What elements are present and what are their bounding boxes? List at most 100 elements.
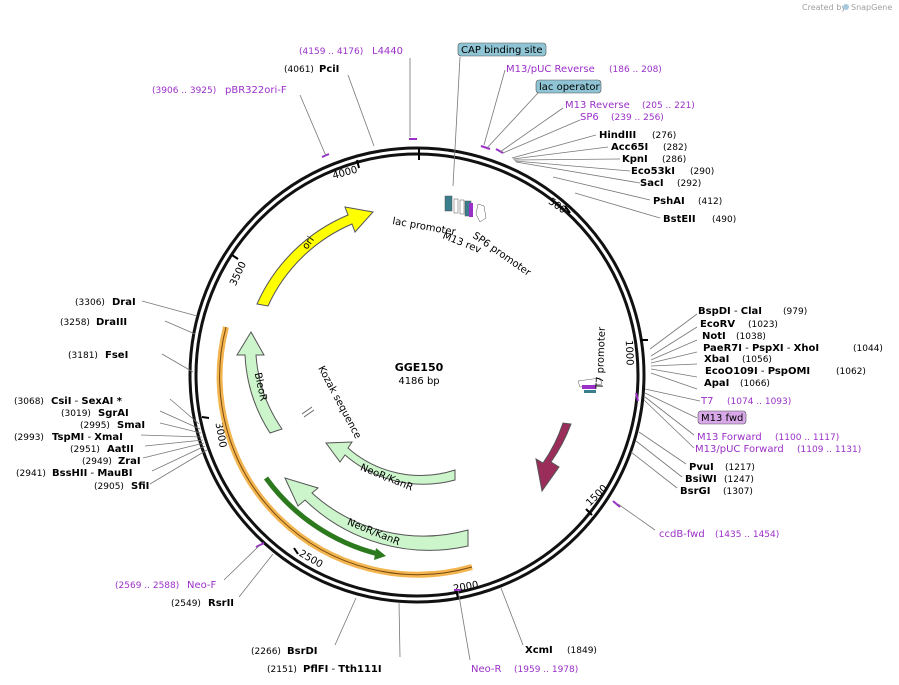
primer-m13-rev-range: (205 .. 221) [642,101,695,111]
t7-promoter-label: T7 promoter [595,326,608,390]
primer-m13puc-rev-range: (186 .. 208) [609,65,662,75]
primer-sp6-range: (239 .. 256) [611,113,664,123]
primer-pbr322ori-name: pBR322ori-F [225,85,287,96]
site-bsrgi-name[interactable]: BsrGI [680,486,710,497]
sp6-glyph[interactable] [469,203,473,217]
site-draiii-name[interactable]: DraIII [96,317,127,328]
site-xcmi-name[interactable]: XcmI [525,645,553,656]
site-sgrai-name[interactable]: SgrAI [98,408,129,419]
site-pflfi-pos: (2151) [267,665,297,675]
site-saci-name[interactable]: SacI [640,178,664,189]
site-bsshii-name[interactable]: BssHII - MauBI [52,468,132,479]
bleor-feature[interactable] [236,331,283,434]
site-bsiwi-name[interactable]: BsiWI [685,474,717,485]
primer-sp6-name: SP6 [580,112,599,123]
site-drai-pos: (3306) [75,298,105,308]
scale-ticks [201,148,648,599]
ccdb-feature[interactable] [535,422,572,493]
site-bsshii-pos: (2941) [16,469,46,479]
site-eco53ki-pos: (290) [690,167,714,177]
site-xbai-name[interactable]: XbaI [704,354,729,365]
site-bsrdi-pos: (2266) [251,647,281,657]
site-tspmi-name[interactable]: TspMI - XmaI [52,432,123,443]
plasmid-name: GGE150 [395,361,444,374]
ori-feature[interactable] [256,206,374,307]
t7-glyph[interactable] [582,385,596,389]
site-smai-pos: (2995) [80,421,110,431]
primer-pbr322ori-range: (3906 .. 3925) [152,86,216,96]
primer-l4440-name: L4440 [372,46,403,57]
sp6-promoter-label: SP6 promoter [470,230,533,279]
primer-m13puc-fwd-name: M13/pUC Forward [695,444,784,455]
site-fsei-pos: (3181) [68,351,98,361]
site-apai-pos: (1066) [740,379,770,389]
site-bspdi-pos: (979) [783,307,807,317]
site-bsrdi-name[interactable]: BsrDI [287,646,318,657]
snapgene-logo-icon [843,4,849,10]
orf-orange-line [219,326,473,576]
backbone-outer-strand [188,146,646,604]
site-zrai-pos: (2949) [82,457,112,467]
primer-m13puc-rev-name: M13/pUC Reverse [506,64,595,75]
site-rsrii-name[interactable]: RsrII [208,598,234,609]
tick-3000-mark [201,416,210,419]
sp6-promoter-glyph[interactable] [475,203,487,223]
tick-1500-mark [585,508,593,516]
m13-fwd-box[interactable] [697,410,747,425]
site-rsrii-pos: (2549) [171,599,201,609]
site-fsei-name[interactable]: FseI [105,350,128,361]
site-pshai-pos: (412) [698,197,722,207]
site-acc65i-name[interactable]: Acc65I [611,142,648,153]
neokan-inner-feature[interactable] [325,441,456,485]
site-pvui-name[interactable]: PvuI [689,462,714,473]
primer-m13-fwd-range: (1100 .. 1117) [775,433,839,443]
site-eco53ki-name[interactable]: Eco53kI [631,166,675,177]
tick-2000-mark [455,589,459,599]
cap-binding-site-box[interactable] [457,42,547,57]
site-hindiii-name[interactable]: HindIII [599,130,636,141]
site-draiii-pos: (3258) [60,318,90,328]
ccdb-label: ccdB [562,442,584,469]
lac-promoter-glyph[interactable] [444,195,453,212]
cap-site-glyph[interactable] [453,198,459,214]
site-bsteii-name[interactable]: BstEII [663,214,696,225]
site-smai-name[interactable]: SmaI [117,420,145,431]
primer-m13puc-fwd-range: (1109 .. 1131) [797,445,861,455]
site-pcii-pos: (4061) [284,65,314,75]
kozak-label: Kozak sequence [315,364,363,440]
site-sfii-name[interactable]: SfiI [131,481,149,492]
site-bsteii-pos: (490) [712,215,736,225]
site-bsiwi-pos: (1247) [724,475,754,485]
site-kpni-name[interactable]: KpnI [622,154,648,165]
orf-green-arrowhead [374,548,386,560]
site-pcii-name[interactable]: PciI [319,64,339,75]
site-ecoo109i-name[interactable]: EcoO109I - PspOMI [705,366,810,377]
kozak-marker-2 [303,409,315,418]
site-paer7i-name[interactable]: PaeR7I - PspXI - XhoI [703,343,819,354]
primer-m13-rev-name: M13 Reverse [565,100,630,111]
site-apai-name[interactable]: ApaI [704,378,729,389]
site-pflfi-name[interactable]: PflFI - Tth111I [303,664,382,675]
tick-1000: 1000 [623,340,635,366]
site-tspmi-pos: (2993) [14,433,44,443]
site-acc65i-pos: (282) [663,143,687,153]
lac-operator-glyph[interactable] [459,199,465,215]
site-noti-name[interactable]: NotI [702,331,726,342]
site-aatii-name[interactable]: AatII [107,444,134,455]
site-xcmi-pos: (1849) [567,646,597,656]
site-zrai-name[interactable]: ZraI [118,456,141,467]
site-bspdi-name[interactable]: BspDI - ClaI [698,306,762,317]
credit-brand: SnapGene [851,3,892,12]
tick-3500-mark [231,254,239,260]
site-csii-name[interactable]: CsiI - SexAI * [51,396,123,407]
lac-operator-box[interactable] [535,79,602,94]
primer-neo-r-name: Neo-R [471,664,502,675]
t7-promoter-glyph[interactable] [577,377,603,388]
site-pshai-name[interactable]: PshAI [653,196,685,207]
neokan-outer-feature[interactable] [284,477,469,551]
site-ecorv-pos: (1023) [748,320,778,330]
site-drai-name[interactable]: DraI [112,297,136,308]
site-ecorv-name[interactable]: EcoRV [700,319,735,330]
m13-fwd-glyph[interactable] [584,390,596,393]
tick-2000: 2000 [452,580,479,595]
